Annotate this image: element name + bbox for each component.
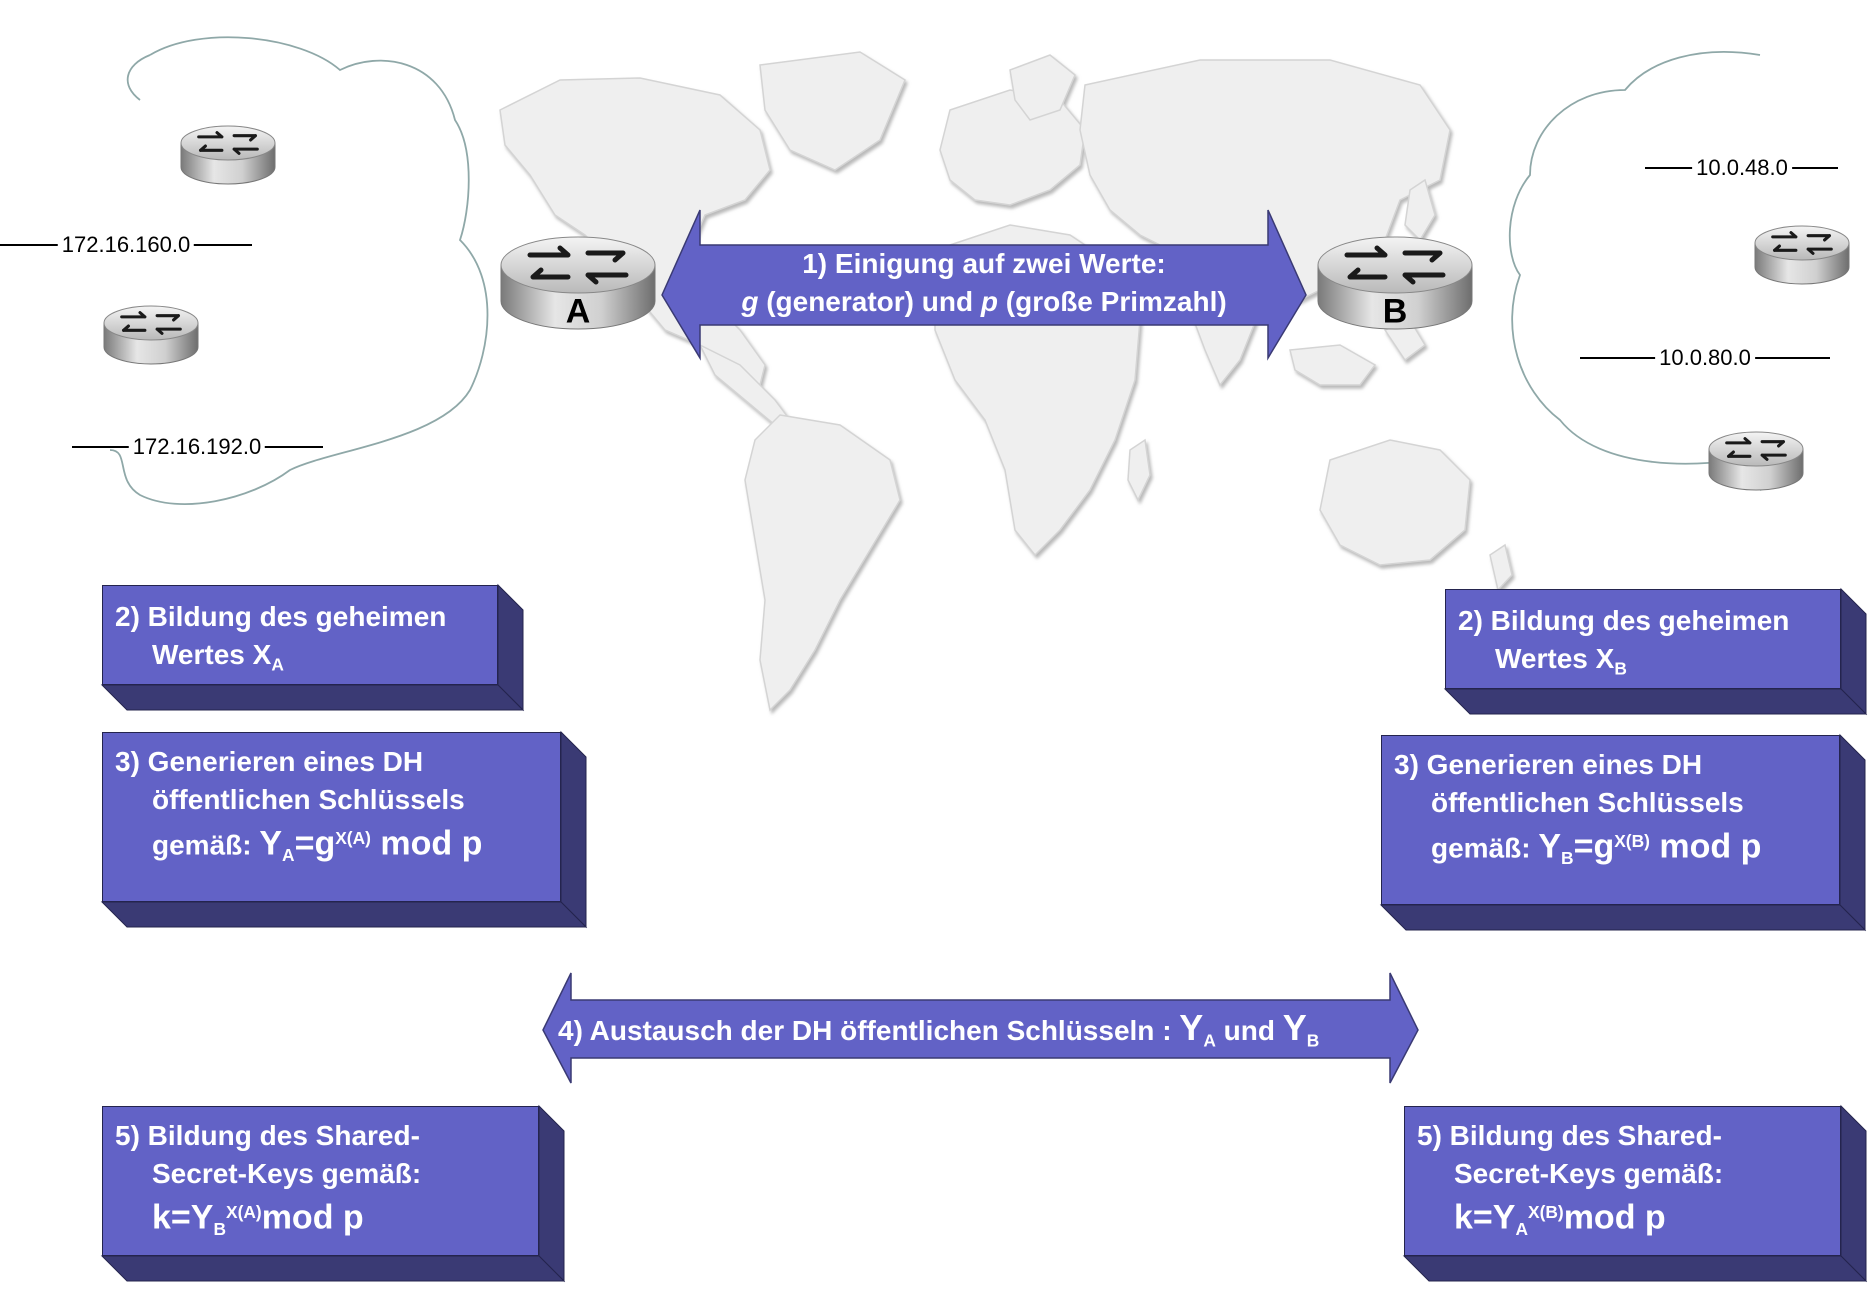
network-label-b2: 10.0.80.0 (1655, 345, 1755, 371)
step-5-a-line-3: k=YBX(A)mod p (115, 1193, 526, 1248)
step-5-a-exp: X(A) (226, 1202, 262, 1222)
step-5-b-exp: X(B) (1528, 1202, 1564, 1222)
router-b-icon (1317, 236, 1473, 330)
step-2-box-b-depth-bottom (1443, 688, 1868, 715)
step-2-a-wertes: Wertes X (152, 639, 272, 670)
step-3-box-b-depth-right (1839, 733, 1866, 932)
step-5-box-b-depth-right (1840, 1104, 1867, 1283)
step-3-b-line-1: 3) Generieren eines DH (1394, 749, 1703, 780)
step-5-b-k: k=Y (1454, 1198, 1516, 1237)
step-2-b-wertes: Wertes X (1495, 643, 1615, 674)
step-5-b-sub: A (1515, 1218, 1528, 1239)
arrow-step-1 (661, 209, 1307, 361)
step-3-a-mod: mod p (370, 824, 483, 863)
step-3-a-y: Y (259, 824, 283, 863)
step-4-und: und (1215, 1015, 1283, 1046)
step-3-b-y-sub: B (1561, 847, 1574, 868)
step-3-a-line-3: gemäß: YA=gX(A) mod p (115, 819, 548, 874)
network-label-a2: 172.16.192.0 (128, 434, 266, 460)
network-cloud-a (109, 36, 489, 506)
step-3-b-line-3: gemäß: YB=gX(B) mod p (1394, 822, 1827, 877)
step-3-box-a-depth-bottom (100, 901, 588, 928)
router-a-internal-1-icon (180, 125, 276, 185)
step-1-text: 1) Einigung auf zwei Werte: g (generator… (700, 245, 1268, 321)
step-5-box-b: 5) Bildung des Shared- Secret-Keys gemäß… (1404, 1106, 1841, 1256)
network-cloud-b (1508, 51, 1782, 491)
step-3-b-y: Y (1538, 827, 1562, 866)
step-5-a-k: k=Y (152, 1198, 214, 1237)
step-3-b-eq: =g (1573, 827, 1615, 866)
step-3-box-b: 3) Generieren eines DH öffentlichen Schl… (1381, 735, 1840, 905)
generator-desc: (generator) und (758, 286, 981, 317)
step-5-b-line-1: 5) Bildung des Shared- (1417, 1120, 1722, 1151)
step-3-box-a: 3) Generieren eines DH öffentlichen Schl… (102, 732, 561, 902)
step-2-b-line-1: 2) Bildung des geheimen (1458, 605, 1790, 636)
step-1-line-2: g (generator) und p (große Primzahl) (700, 283, 1268, 321)
step-2-a-line-2: Wertes XA (115, 636, 485, 684)
step-5-box-a-depth-bottom (100, 1255, 566, 1282)
step-3-a-exp: X(A) (335, 828, 371, 848)
step-3-b-exp: X(B) (1614, 831, 1650, 851)
step-5-a-line-1: 5) Bildung des Shared- (115, 1120, 420, 1151)
step-4-ya-sub: A (1203, 1030, 1216, 1051)
step-3-b-gemaess: gemäß: (1431, 832, 1539, 864)
step-5-box-a: 5) Bildung des Shared- Secret-Keys gemäß… (102, 1106, 539, 1256)
world-map (499, 51, 1513, 712)
router-a-label: A (565, 292, 591, 331)
step-2-b-line-2: Wertes XB (1458, 640, 1828, 688)
step-2-box-b: 2) Bildung des geheimen Wertes XB (1445, 589, 1841, 689)
arrow-step-4 (542, 972, 1419, 1084)
step-3-b-line-2: öffentlichen Schlüssels (1431, 787, 1744, 818)
step-3-a-eq: =g (294, 824, 336, 863)
step-5-b-line-3: k=YAX(B)mod p (1417, 1193, 1828, 1248)
step-1-line-1: 1) Einigung auf zwei Werte: (802, 248, 1166, 279)
step-5-a-mod: mod p (261, 1198, 364, 1237)
router-b-label: B (1382, 292, 1408, 331)
step-4-yb-sub: B (1306, 1030, 1320, 1051)
router-b-internal-1-icon (1754, 225, 1850, 285)
step-2-box-a: 2) Bildung des geheimen Wertes XA (102, 585, 498, 685)
prime-desc: (große Primzahl) (997, 286, 1227, 317)
step-2-b-sub: B (1614, 658, 1627, 679)
router-b-internal-2-icon (1708, 431, 1804, 491)
step-3-a-y-sub: A (282, 844, 295, 865)
step-3-a-line-2: öffentlichen Schlüssels (152, 784, 465, 815)
step-3-box-a-depth-right (560, 730, 587, 929)
step-4-ya: Y (1179, 1007, 1204, 1048)
step-2-box-a-depth-bottom (100, 684, 525, 711)
step-5-box-b-depth-bottom (1402, 1255, 1868, 1282)
prime-var: p (980, 286, 998, 317)
step-3-b-mod: mod p (1649, 827, 1762, 866)
step-3-box-b-depth-bottom (1379, 904, 1867, 931)
step-4-label: 4) Austausch der DH öffentlichen Schlüss… (558, 1015, 1180, 1046)
network-label-a1: 172.16.160.0 (57, 232, 195, 258)
step-5-a-line-2: Secret-Keys gemäß: (152, 1158, 422, 1189)
step-4-text: 4) Austausch der DH öffentlichen Schlüss… (558, 1004, 1406, 1065)
step-5-box-a-depth-right (538, 1104, 565, 1283)
step-3-a-gemaess: gemäß: (152, 829, 260, 861)
step-2-a-line-1: 2) Bildung des geheimen (115, 601, 447, 632)
step-5-a-sub: B (213, 1218, 226, 1239)
step-4-yb: Y (1282, 1007, 1307, 1048)
router-a-internal-2-icon (103, 305, 199, 365)
step-2-a-sub: A (271, 654, 284, 675)
step-5-b-mod: mod p (1563, 1198, 1666, 1237)
router-a-icon (500, 236, 656, 330)
step-3-a-line-1: 3) Generieren eines DH (115, 746, 424, 777)
generator-var: g (741, 286, 759, 317)
network-label-b1: 10.0.48.0 (1692, 155, 1792, 181)
step-5-b-line-2: Secret-Keys gemäß: (1454, 1158, 1724, 1189)
